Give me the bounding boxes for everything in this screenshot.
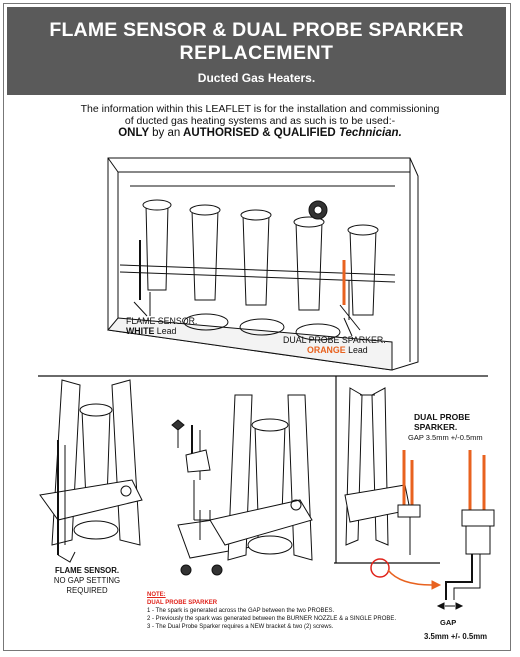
enlarged-probe-drawing (436, 450, 495, 610)
gap-value-label: 3.5mm +/- 0.5mm (424, 632, 488, 641)
page-frame (3, 3, 511, 651)
by-an-text: by an (152, 127, 181, 139)
no-gap-text: NO GAP SETTING (53, 576, 121, 585)
intro-qualified: ONLY by an AUTHORISED & QUALIFIED Techni… (40, 127, 480, 139)
dual-sparker-burner-drawing (344, 387, 442, 590)
flame-sensor-label-text: FLAME SENSOR. (126, 316, 198, 326)
dual-probe-line-2: SPARKER. (414, 422, 458, 432)
note-subheading: DUAL PROBE SPARKER (147, 600, 218, 606)
intro-line-1: The information within this LEAFLET is f… (80, 103, 440, 115)
note-heading: NOTE: (147, 592, 166, 598)
gap-spec-label: GAP 3.5mm +/-0.5mm (408, 433, 483, 442)
flame-sensor-caption: FLAME SENSOR. NO GAP SETTING REQUIRED (44, 566, 130, 596)
right-sparker-title: DUAL PROBE SPARKER. (414, 412, 470, 432)
note-block: NOTE: DUAL PROBE SPARKER 1 - The spark i… (147, 591, 477, 631)
note-item-3: 3 - The Dual Probe Sparker requires a NE… (147, 624, 334, 630)
flame-sensor-label: FLAME SENSOR. WHITE Lead (126, 316, 197, 336)
note-item-2: 2 - Previously the spark was generated b… (147, 616, 397, 622)
dual-probe-sparker-label: DUAL PROBE SPARKER. ORANGE Lead (283, 335, 386, 355)
technician-text: Technician. (338, 127, 402, 139)
gap-label: GAP (440, 618, 457, 627)
orange-word: ORANGE (307, 345, 346, 355)
note-item-1: 1 - The spark is generated across the GA… (147, 608, 335, 614)
flame-sensor-burner-drawing (39, 379, 143, 563)
intro-text: The information within this LEAFLET is f… (40, 103, 480, 127)
intro-line-2: of ducted gas heating systems and as suc… (124, 115, 396, 127)
subtitle: Ducted Gas Heaters. (197, 71, 316, 85)
qualified-text: AUTHORISED & QUALIFIED (183, 127, 336, 139)
lead-word: Lead (156, 326, 177, 336)
white-word: WHITE (126, 326, 155, 336)
middle-burner-drawing (209, 394, 313, 561)
burner-tubes-drawing (119, 199, 396, 316)
header-banner: FLAME SENSOR & DUAL PROBE SPARKER REPLAC… (7, 7, 506, 95)
only-word: ONLY (118, 127, 149, 139)
lead-word-2: Lead (348, 345, 368, 355)
required-text: REQUIRED (66, 586, 108, 595)
flame-sensor-caps: FLAME SENSOR. (54, 566, 120, 575)
dual-probe-sparker-text: DUAL PROBE SPARKER. (283, 335, 386, 345)
dual-probe-line-1: DUAL PROBE (414, 412, 471, 422)
title-line-2: REPLACEMENT (179, 42, 334, 64)
title-line-1: FLAME SENSOR & DUAL PROBE SPARKER (49, 19, 464, 41)
